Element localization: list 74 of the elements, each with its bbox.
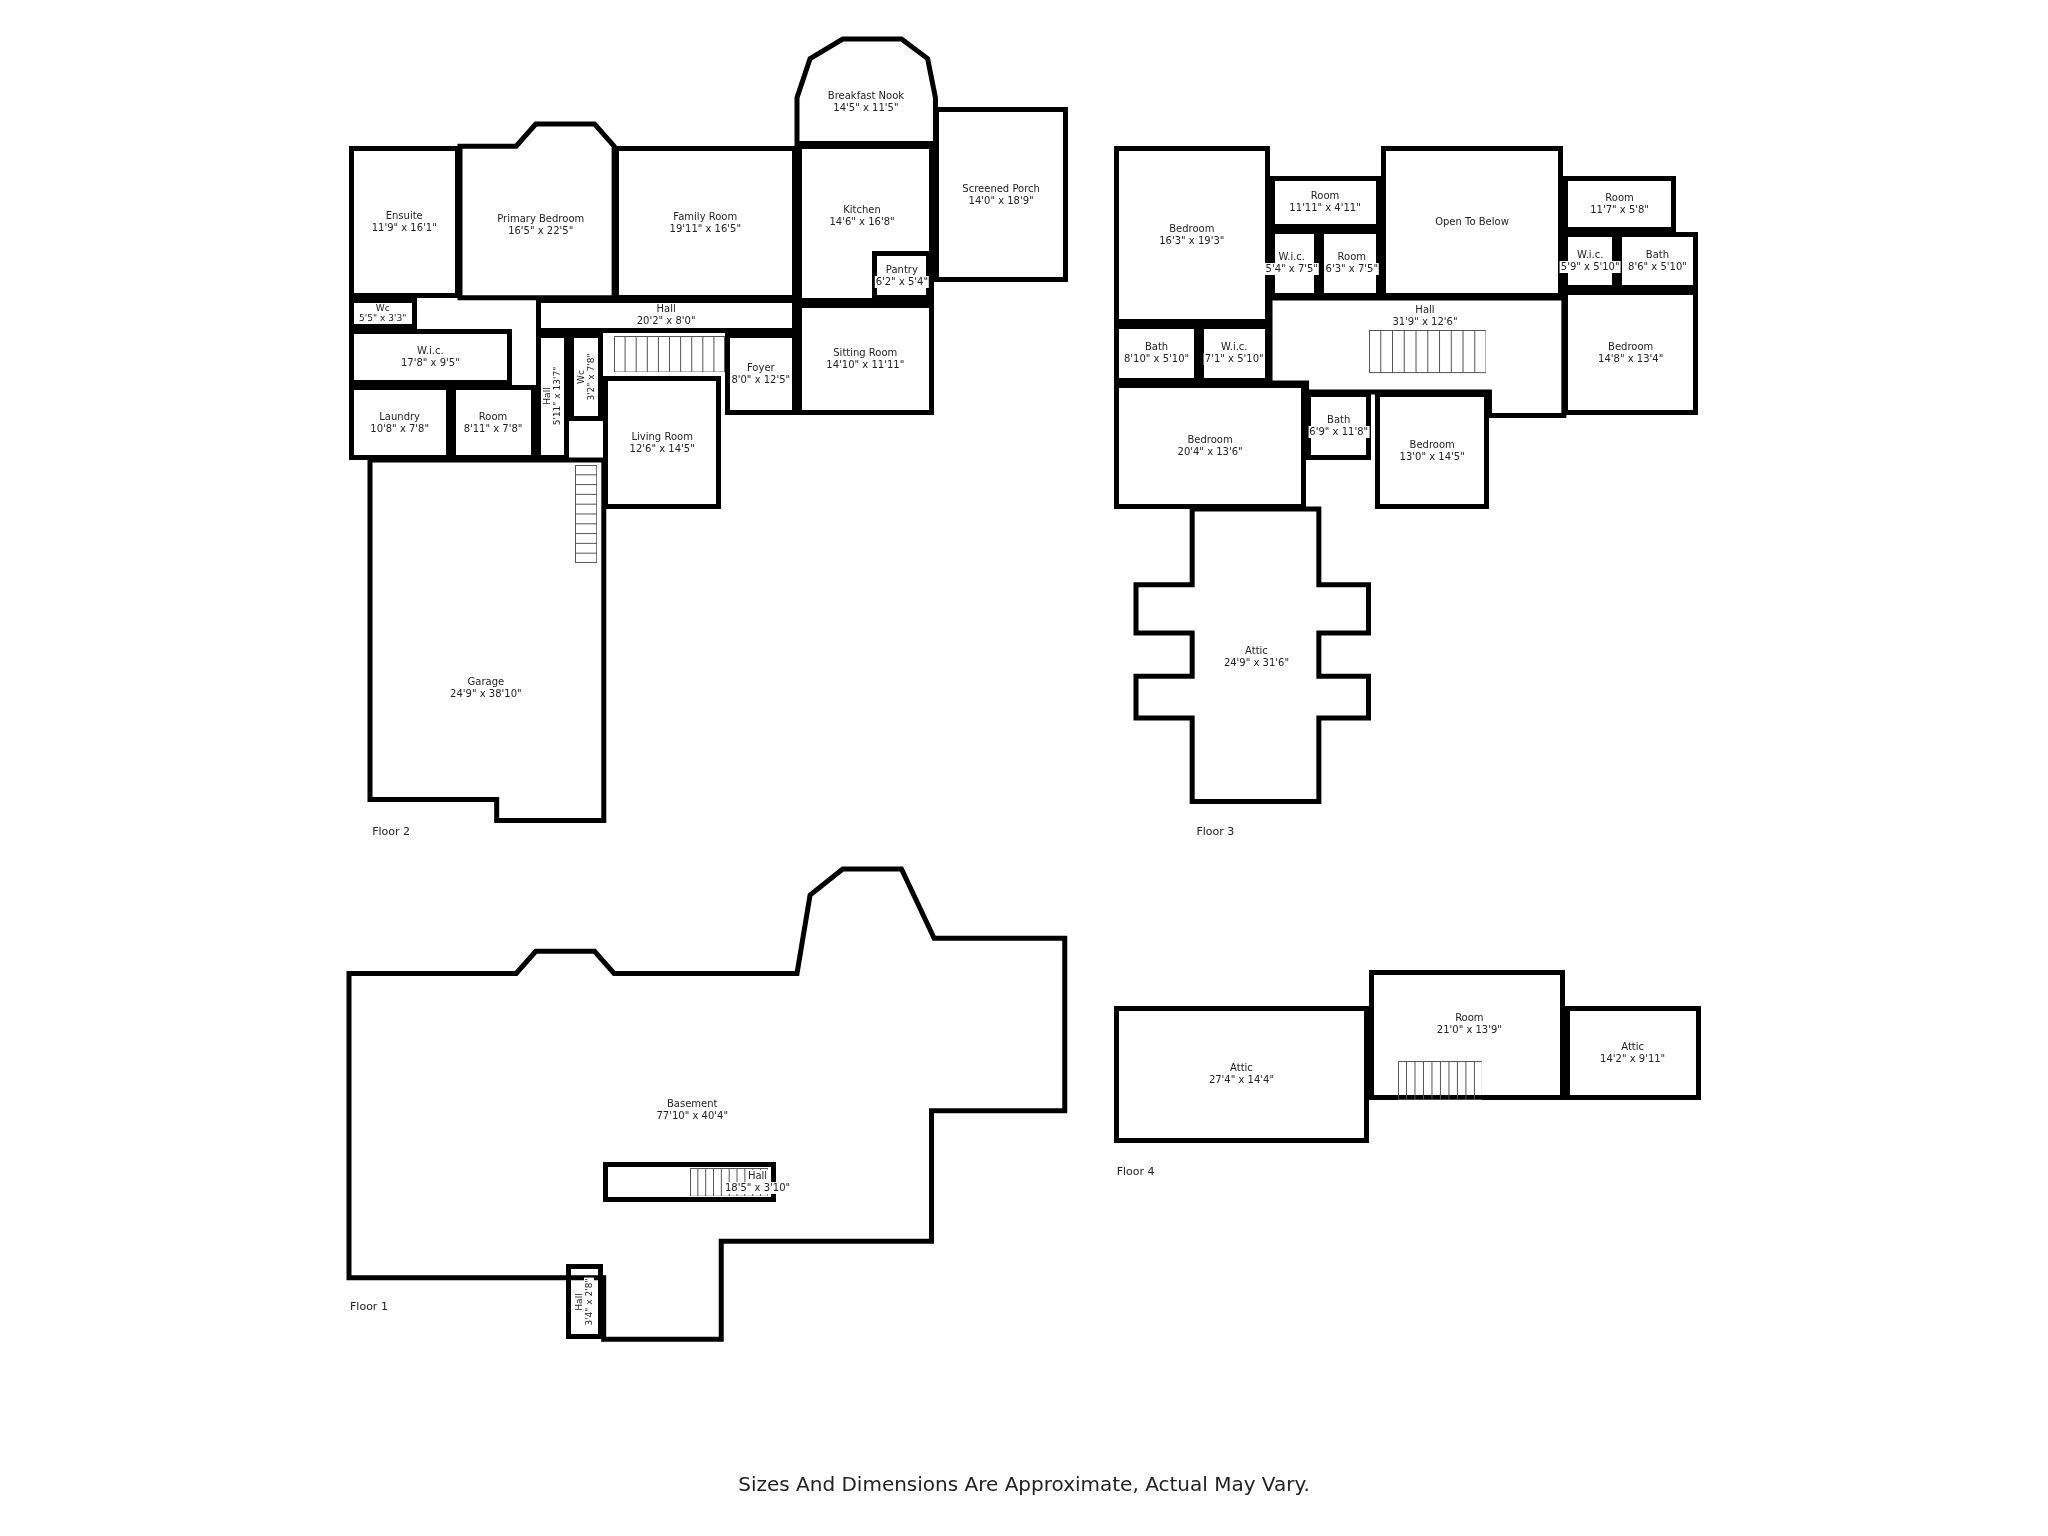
room-outline [796, 143, 934, 303]
room-name: Wc [374, 303, 391, 314]
floor-label: Floor 2 [372, 825, 411, 838]
floor-label: Floor 4 [1116, 1164, 1155, 1178]
room-outline [565, 1264, 604, 1339]
room-outline [1375, 391, 1489, 510]
room-outline [1306, 391, 1372, 460]
room-dimensions: 6'2" x 5'4" [874, 275, 930, 288]
room-outline [535, 333, 570, 460]
room-name: Foyer [745, 362, 776, 375]
room-dimensions: 6'3" x 7'5" [1324, 262, 1379, 275]
room-outline [1368, 970, 1565, 1100]
room-outline [1114, 1005, 1369, 1143]
room-dimensions: 5'4" x 7'5" [1264, 262, 1319, 275]
floor-label: Floor 3 [1196, 825, 1235, 838]
room-name: W.i.c. [1277, 250, 1306, 263]
room-outline [1269, 176, 1381, 229]
room-outline [603, 376, 721, 510]
room-name: Living Room [630, 430, 694, 443]
room-name: Room [1454, 1012, 1485, 1024]
room-dimensions: 5'11" x 13'7" [552, 366, 563, 427]
room-name: Garage [466, 676, 506, 689]
room-outline [724, 333, 797, 416]
disclaimer-caption: Sizes And Dimensions Are Approximate, Actual May Vary. [738, 1471, 1310, 1496]
room-outline [1114, 323, 1199, 383]
room-name: Bath [1326, 413, 1352, 426]
room-name: Attic [1244, 644, 1269, 657]
room-outline [1199, 323, 1270, 383]
room-name: Family Room [672, 211, 739, 224]
room-outline [613, 146, 797, 301]
room-outline [348, 297, 417, 330]
floor-label: Floor 1 [350, 1300, 388, 1314]
room-outline [1563, 176, 1676, 233]
room-dimensions: 3'4" x 2'8" [584, 1276, 595, 1327]
room-name: Hall [574, 1291, 585, 1312]
room-name: Bedroom [1408, 438, 1456, 451]
room-dimensions: 5'9" x 5'10" [1559, 261, 1621, 274]
room-dimensions: 8'11" x 7'8" [462, 422, 524, 435]
room-outline [348, 385, 451, 460]
room-outline [535, 297, 797, 334]
room-dimensions: 18'5" x 3'10" [723, 1182, 792, 1194]
room-name: Room [1336, 250, 1368, 263]
room-name: Primary Bedroom [496, 212, 586, 225]
room-outline [348, 146, 460, 298]
room-name: Kitchen [842, 203, 882, 216]
room-name: Room [477, 410, 509, 423]
room-outline [450, 385, 536, 460]
room-outline [1319, 228, 1381, 298]
room-outline [1564, 1005, 1701, 1100]
room-name: Bedroom [1607, 340, 1655, 353]
room-name: Wc [576, 368, 587, 385]
room-name: Pantry [884, 263, 919, 276]
room-outline [348, 329, 512, 386]
room-name: Attic [1620, 1040, 1646, 1053]
room-name: Hall [746, 1170, 769, 1182]
room-outline [933, 107, 1069, 283]
room-name: Hall [542, 386, 553, 407]
room-dimensions: 14'2" x 9'11" [1599, 1052, 1667, 1065]
room-outline [1114, 382, 1307, 510]
room-dimensions: 6'9" x 11'8" [1308, 425, 1370, 438]
room-dimensions: 14'6" x 16'8" [828, 215, 896, 228]
room-outline [872, 250, 932, 301]
room-outline [796, 303, 934, 416]
room-outline [1563, 289, 1698, 416]
room-name: Sitting Room [832, 347, 899, 360]
room-name: Screened Porch [961, 182, 1041, 195]
room-name: Breakfast Nook [826, 89, 906, 102]
room-name: Laundry [378, 410, 422, 423]
room-dimensions: 21'0" x 13'9" [1435, 1024, 1503, 1036]
room-dimensions: 24'9" x 31'6" [1222, 656, 1291, 669]
room-dimensions: 5'5" x 3'3" [358, 313, 408, 324]
room-dimensions: 3'2" x 7'8" [586, 352, 597, 402]
room-outline [569, 333, 604, 421]
room-name: Open To Below [1434, 216, 1510, 229]
